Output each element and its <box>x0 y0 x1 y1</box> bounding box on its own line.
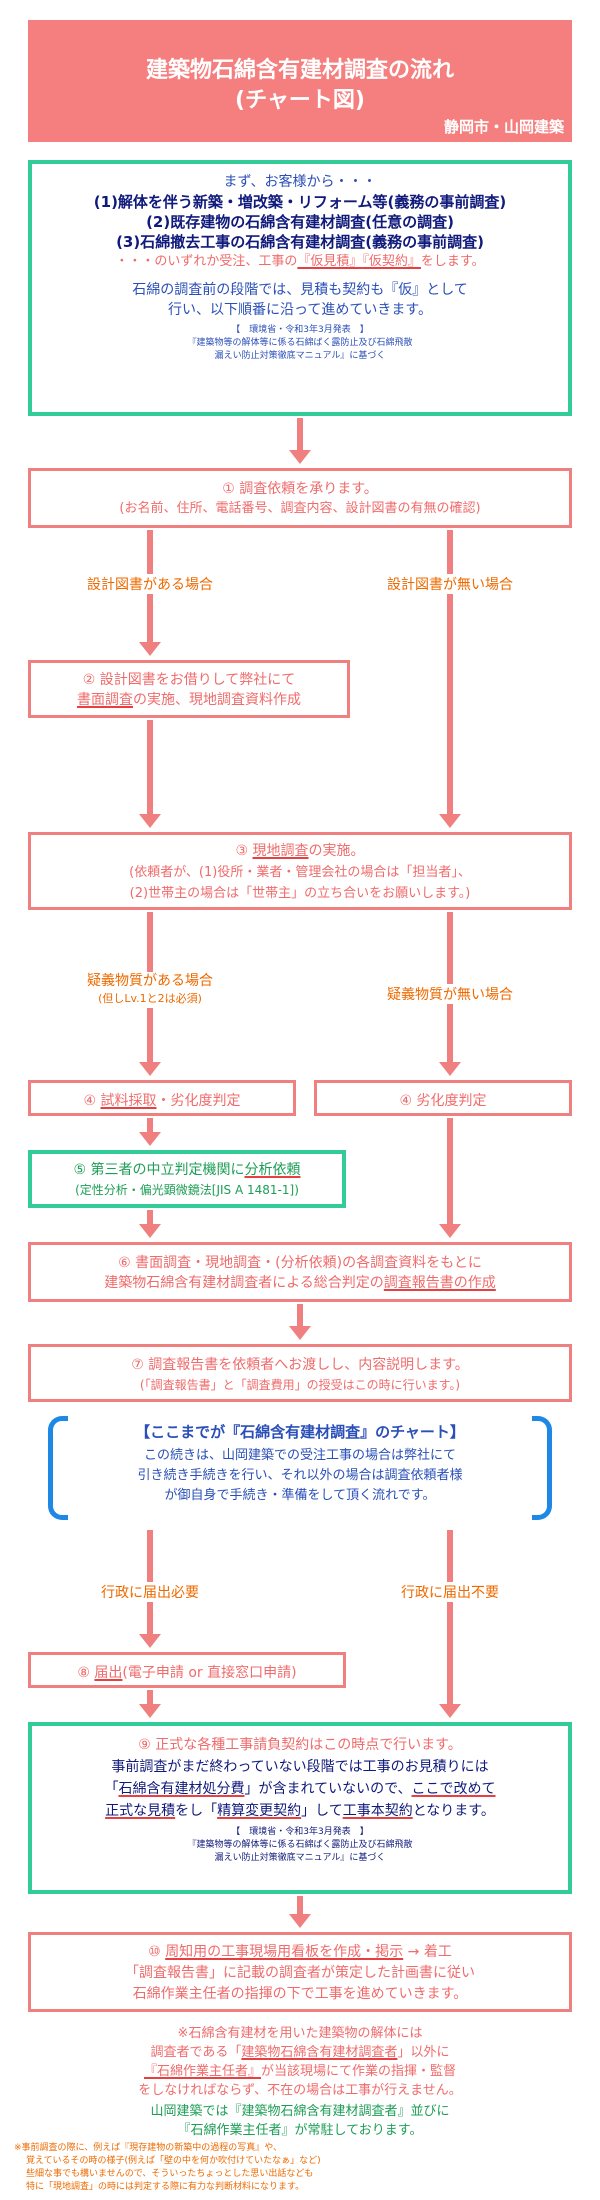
step-4b-text: ④ 劣化度判定 <box>399 1093 487 1109</box>
arrow-down <box>139 720 161 830</box>
step-6-box: ⑥ 書面調査・現地調査・(分析依頼)の各調査資料をもとに 建築物石綿含有建材調査… <box>28 1242 572 1302</box>
branch-3-left-label: 行政に届出必要 <box>50 1582 250 1602</box>
intro-item-2: (2)既存建物の石綿含有建材調査(任意の調査) <box>146 213 454 231</box>
branch-2-left-label: 疑義物質がある場合 (但しLv.1と2は必須) <box>50 972 250 1008</box>
intro-lead: まず、お客様から・・・ <box>223 174 377 190</box>
step-9-source-2: 『建築物等の解体等に係る石綿ばく露防止及び石綿飛散 <box>187 1840 413 1850</box>
step-10-line-3: 石綿作業主任者の指揮の下で工事を進めていきます。 <box>132 1986 468 2002</box>
arrow-down <box>439 1530 461 1720</box>
intro-box: まず、お客様から・・・ (1)解体を伴う新築・増改築・リフォーム等(義務の事前調… <box>28 160 572 416</box>
footer-notes: ※石綿含有建材を用いた建築物の解体には 調査者である「建築物石綿含有建材調査者」… <box>20 2024 580 2140</box>
step-1-box: ① 調査依頼を承ります。 (お名前、住所、電話番号、調査内容、設計図書の有無の確… <box>28 468 572 528</box>
step-2-box: ② 設計図書をお借りして弊社にて 書面調査の実施、現地調査資料作成 <box>28 660 350 718</box>
step-3-detail-2: (2)世帯主の場合は「世帯主」の立ち合いをお願いします。) <box>129 886 471 901</box>
step-9-source-3: 漏えい防止対策徹底マニュアル』に基づく <box>214 1853 386 1863</box>
step-6-line-1: ⑥ 書面調査・現地調査・(分析依頼)の各調査資料をもとに <box>118 1255 482 1271</box>
provisional-contract: 『仮契約』 <box>362 254 421 269</box>
step-9-line-3: 「石綿含有建材処分費」が含まれていないので、ここで改めて <box>104 1781 496 1797</box>
step-4a-box: ④ 試料採取・劣化度判定 <box>28 1080 296 1116</box>
step-1-detail: (お名前、住所、電話番号、調査内容、設計図書の有無の確認) <box>119 501 481 516</box>
arrow-down <box>289 1304 311 1342</box>
intro-contract: ・・・のいずれか受注、工事の『仮見積』『仮契約』をします。 <box>115 254 485 269</box>
arrow-down <box>289 1896 311 1930</box>
arrow-down <box>139 1118 161 1148</box>
page-title: 建築物石綿含有建材調査の流れ <box>145 58 454 83</box>
footer-line-5: 山岡建築では『建築物石綿含有建材調査者』並びに <box>150 2104 450 2119</box>
summary-block: 【ここまでが『石綿含有建材調査』のチャート】 この続きは、山岡建築での受注工事の… <box>70 1422 530 1506</box>
intro-source-3: 漏えい防止対策徹底マニュアル』に基づく <box>214 351 386 361</box>
step-5-box: ⑤ 第三者の中立判定機関に分析依頼 (定性分析・偏光顕微鏡法[JIS A 148… <box>28 1150 346 1208</box>
step-9-box: ⑨ 正式な各種工事請負契約はこの時点で行います。 事前調査がまだ終わっていない段… <box>28 1722 572 1894</box>
intro-note-1: 石綿の調査前の段階では、見積も契約も『仮』として <box>132 282 468 298</box>
step-2-line-2: 書面調査の実施、現地調査資料作成 <box>77 692 301 708</box>
footer-hint-2: 覚えているその時の様子(例えば「壁の中を何か吹付けていたなぁ」など) <box>26 2156 321 2166</box>
arrow-down <box>439 1118 461 1240</box>
step-10-title: ⑩ 周知用の工事現場用看板を作成・掲示 → 着工 <box>148 1944 452 1960</box>
intro-source-1: 【 環境省・令和3年3月発表 】 <box>231 325 369 335</box>
step-9-line-2: 事前調査がまだ終わっていない段階では工事のお見積りには <box>111 1759 489 1775</box>
footer-line-6: 『石綿作業主任者』が常駐しております。 <box>177 2123 423 2138</box>
step-7-box: ⑦ 調査報告書を依頼者へお渡しし、内容説明します。 (「調査報告書」と「調査費用… <box>28 1344 572 1402</box>
intro-item-1: (1)解体を伴う新築・増改築・リフォーム等(義務の事前調査) <box>93 193 507 211</box>
step-10-line-2: 「調査報告書」に記載の調査者が策定した計画書に従い <box>125 1965 475 1981</box>
step-9-line-4: 正式な見積をし「精算変更契約」して工事本契約となります。 <box>105 1803 495 1819</box>
step-7-line-2: (「調査報告書」と「調査費用」の授受はこの時に行います。) <box>139 1378 461 1392</box>
footer-hint-1: ※事前調査の際に、例えば『現存建物の新築中の過程の写真』や、 <box>14 2143 283 2153</box>
summary-line-3: が御自身で手続き・準備をして頂く流れです。 <box>164 1488 436 1503</box>
footer-hint-4: 特に「現地調査」の時には判定する際に有力な判断材料になります。 <box>26 2182 305 2192</box>
step-9-line-1: ⑨ 正式な各種工事請負契約はこの時点で行います。 <box>138 1737 462 1753</box>
footer-line-2: 調査者である「建築物石綿含有建材調査者」以外に <box>150 2045 450 2060</box>
arrow-down <box>289 418 311 466</box>
summary-line-1: この続きは、山岡建築での受注工事の場合は弊社にて <box>143 1448 456 1463</box>
branch-1-right-label: 設計図書が無い場合 <box>350 574 550 594</box>
intro-note-2: 行い、以下順番に沿って進めていきます。 <box>168 302 432 318</box>
arrow-down <box>139 530 161 658</box>
page-subtitle: (チャート図) <box>235 88 365 113</box>
step-8-box: ⑧ 届出(電子申請 or 直接窓口申請) <box>28 1652 346 1688</box>
company-label: 静岡市・山岡建築 <box>443 118 564 136</box>
footer-line-4: をしなければならず、不在の場合は工事が行えません。 <box>138 2083 462 2098</box>
step-4b-box: ④ 劣化度判定 <box>314 1080 572 1116</box>
step-3-detail-1: (依頼者が、(1)役所・業者・管理会社の場合は「担当者」、 <box>129 865 471 880</box>
step-1-title: ① 調査依頼を承ります。 <box>222 481 378 497</box>
step-3-box: ③ 現地調査の実施。 (依頼者が、(1)役所・業者・管理会社の場合は「担当者」、… <box>28 832 572 910</box>
summary-bracket-left <box>48 1416 68 1520</box>
arrow-down <box>139 1690 161 1720</box>
provisional-estimate: 『仮見積』 <box>297 254 363 269</box>
footer-hint-3: 些細な事でも構いませんので、そういったちょっとした思い出話なども <box>26 2169 314 2179</box>
step-5-method: (定性分析・偏光顕微鏡法[JIS A 1481-1]) <box>75 1183 299 1197</box>
branch-1-left-label: 設計図書がある場合 <box>50 574 250 594</box>
header-banner: 建築物石綿含有建材調査の流れ (チャート図) 静岡市・山岡建築 <box>28 20 572 142</box>
footer-line-3: 『石綿作業主任者』が当該現場にて作業の指揮・監督 <box>143 2064 457 2079</box>
summary-bracket-right <box>532 1416 552 1520</box>
intro-item-3: (3)石綿撤去工事の石綿含有建材調査(義務の事前調査) <box>116 233 484 251</box>
arrow-down <box>139 1210 161 1240</box>
footer-line-1: ※石綿含有建材を用いた建築物の解体には <box>177 2026 423 2041</box>
step-5-title: ⑤ 第三者の中立判定機関に分析依頼 <box>73 1162 301 1178</box>
step-2-line-1: ② 設計図書をお借りして弊社にて <box>82 672 296 688</box>
step-9-source-1: 【 環境省・令和3年3月発表 】 <box>231 1827 369 1837</box>
branch-2-right-label: 疑義物質が無い場合 <box>350 984 550 1004</box>
footer-hint: ※事前調査の際に、例えば『現存建物の新築中の過程の写真』や、 覚えているその時の… <box>14 2142 586 2194</box>
branch-3-right-label: 行政に届出不要 <box>350 1582 550 1602</box>
summary-line-2: 引き続き手続きを行い、それ以外の場合は調査依頼者様 <box>137 1468 463 1483</box>
step-10-box: ⑩ 周知用の工事現場用看板を作成・掲示 → 着工 「調査報告書」に記載の調査者が… <box>28 1932 572 2012</box>
step-7-line-1: ⑦ 調査報告書を依頼者へお渡しし、内容説明します。 <box>131 1357 469 1373</box>
step-6-line-2: 建築物石綿含有建材調査者による総合判定の調査報告書の作成 <box>104 1275 496 1291</box>
arrow-down <box>439 530 461 830</box>
intro-source-2: 『建築物等の解体等に係る石綿ばく露防止及び石綿飛散 <box>187 338 413 348</box>
summary-title: 【ここまでが『石綿含有建材調査』のチャート】 <box>135 1423 465 1441</box>
step-3-title: ③ 現地調査の実施。 <box>235 843 365 859</box>
